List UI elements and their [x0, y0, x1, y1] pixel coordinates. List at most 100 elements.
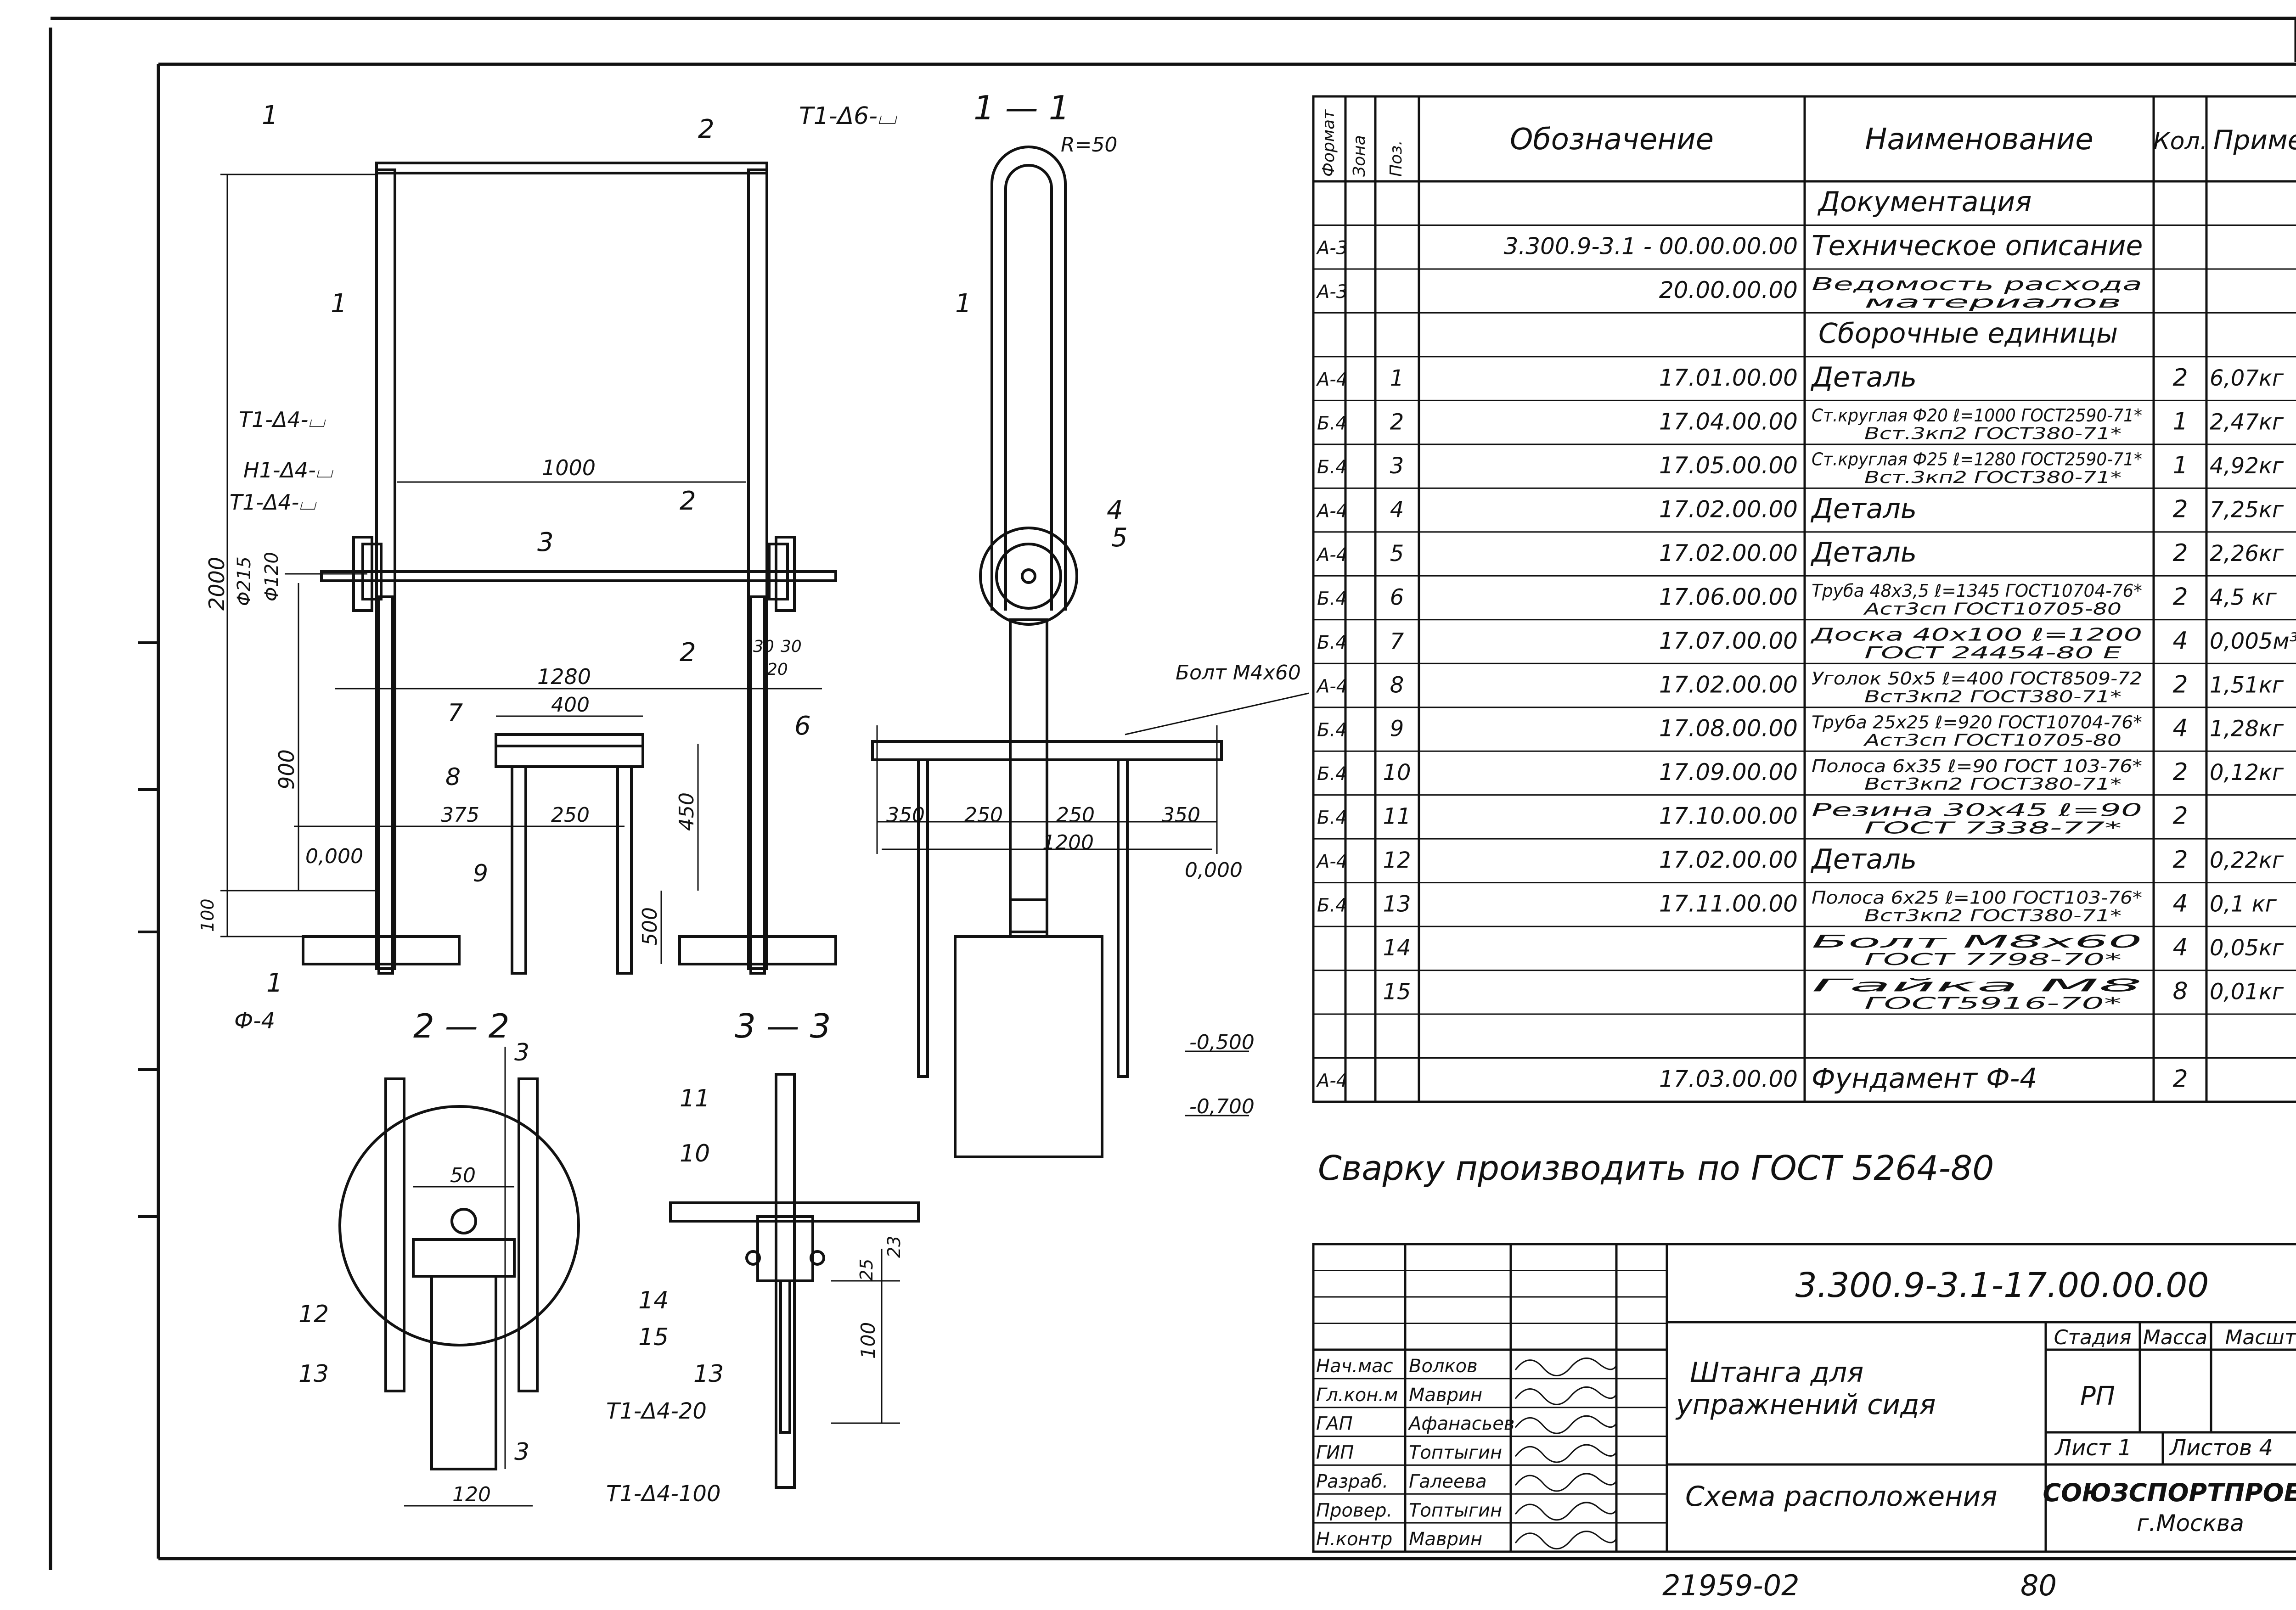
tb-title-1: Штанга для — [1690, 1357, 1863, 1389]
spec-cell-name-2: ГОСТ 7338-77* — [1864, 819, 2122, 838]
signature-name: Топтыгин — [1409, 1442, 1502, 1464]
spec-cell-qty: 2 — [2172, 802, 2188, 830]
spec-cell-designation: 17.03.00.00 — [1659, 1066, 1798, 1093]
pos-2-front: 2 — [698, 114, 715, 144]
dim-30: 30 — [753, 637, 774, 656]
spec-cell-designation: 17.10.00.00 — [1659, 803, 1798, 830]
spec-cell-designation: 17.02.00.00 — [1659, 671, 1798, 698]
spec-cell-format: Б.4 — [1317, 895, 1347, 916]
section-3-3: 3 — 3 11 10 14 15 13 25 23 100 — [638, 1007, 920, 1489]
tb-org-1: СОЮЗСПОРТПРОЕКТ — [2043, 1478, 2296, 1507]
spec-cell-note: 2,26кг — [2210, 541, 2284, 567]
section-2-2: 2 — 2 50 120 12 13 Т1-Δ4-20 Т1-Δ4-100 3 … — [298, 1007, 721, 1507]
dim-100: 100 — [197, 898, 218, 932]
dim-900: 900 — [274, 749, 299, 790]
tb-code: 3.300.9-3.1-17.00.00.00 — [1795, 1266, 2209, 1305]
spec-cell-pos: 8 — [1390, 672, 1404, 698]
spec-cell-note: 1,51кг — [2210, 672, 2284, 698]
section-2-2-title: 2 — 2 — [413, 1007, 509, 1045]
weld-t1-20: Т1-Δ4-20 — [606, 1398, 707, 1424]
weld-t1-100: Т1-Δ4-100 — [606, 1481, 721, 1507]
pos-13-sec33: 13 — [693, 1360, 724, 1388]
sec-mark-2-top: 2 — [680, 486, 696, 516]
spec-cell-note: 0,12кг — [2210, 760, 2284, 785]
spec-cell-qty: 2 — [2172, 583, 2188, 611]
pos-3-front: 3 — [537, 527, 554, 557]
spec-cell-qty: 4 — [2172, 715, 2188, 742]
dim-50: 50 — [450, 1164, 476, 1187]
spec-cell-designation: 17.11.00.00 — [1659, 891, 1798, 917]
dim-400: 400 — [551, 693, 590, 717]
spec-cell-format: Б.4 — [1317, 720, 1347, 741]
hdr-name: Наименование — [1865, 123, 2093, 157]
spec-cell-name: Деталь — [1810, 493, 1917, 525]
signature-role: Нач.мас — [1316, 1356, 1393, 1377]
spec-cell-name: Полоса 6х35 ℓ=90 ГОСТ 103-76* — [1812, 756, 2142, 776]
signature-name: Афанасьев — [1407, 1414, 1515, 1435]
spec-cell-format: Б.4 — [1317, 632, 1347, 653]
pos-1-front: 1 — [331, 289, 347, 319]
tb-org-2: г.Москва — [2137, 1510, 2244, 1537]
spec-cell-note: 0,01кг — [2210, 979, 2284, 1005]
spec-cell-pos: 1 — [1390, 365, 1404, 391]
spec-cell-pos: 10 — [1383, 760, 1411, 785]
sec-mark-1-bot: 1 — [266, 968, 283, 998]
dim-450: 450 — [675, 792, 698, 831]
pos-6-front: 6 — [794, 711, 811, 741]
spec-cell-format: А-4 — [1316, 1071, 1348, 1092]
hdr-designation: Обозначение — [1510, 123, 1714, 157]
sec-mark-1-top: 1 — [262, 101, 278, 130]
tb-mass-hdr: Масса — [2143, 1326, 2207, 1349]
spec-cell-note: 6,07кг — [2210, 365, 2284, 391]
weld-left-3: Т1-Δ4-⌴ — [230, 490, 317, 515]
spec-cell-name-2: Вст3кп2 ГОСТ380-71* — [1864, 907, 2122, 926]
spec-cell-format: Б.4 — [1317, 413, 1347, 434]
sec-mark-3-bot: 3 — [514, 1438, 529, 1466]
spec-cell-name-2: ГОСТ 24454-80 Е — [1864, 644, 2122, 662]
spec-cell-designation: 17.02.00.00 — [1659, 496, 1798, 522]
handwritten-signature — [1514, 1502, 1617, 1521]
spec-cell-name: Болт М8х60 — [1812, 931, 2142, 952]
dim-2000: 2000 — [204, 557, 229, 611]
handwritten-signature — [1514, 1444, 1617, 1463]
spec-cell-pos: 5 — [1390, 541, 1404, 567]
left-tick-marks — [138, 641, 158, 1218]
spec-cell-name: Сборочные единицы — [1818, 317, 2118, 349]
level-0-sec: 0,000 — [1185, 858, 1243, 882]
spec-cell-name-2: ГОСТ 7798-70* — [1864, 950, 2122, 969]
spec-cell-note: 0,005м³ — [2210, 628, 2296, 654]
dim-25: 25 — [856, 1259, 877, 1281]
spec-cell-designation: 17.01.00.00 — [1659, 365, 1798, 391]
signature-name: Галеева — [1409, 1471, 1487, 1492]
spec-cell-qty: 4 — [2172, 890, 2188, 918]
spec-cell-qty: 4 — [2172, 627, 2188, 655]
spec-cell-pos: 7 — [1390, 628, 1404, 654]
dim-120: 120 — [452, 1483, 491, 1506]
spec-cell-pos: 2 — [1390, 409, 1404, 435]
bolt-label: Болт М4х60 — [1176, 661, 1301, 684]
dim-350a: 350 — [886, 803, 925, 827]
spec-cell-designation: 17.05.00.00 — [1659, 452, 1798, 479]
spec-cell-format: А-4 — [1316, 500, 1348, 522]
bottom-code: 21959-02 — [1662, 1569, 1800, 1602]
dim-250a: 250 — [964, 803, 1003, 827]
spec-cell-name: Гайка М8 — [1812, 975, 2142, 995]
tb-sheets: Листов 4 — [2169, 1435, 2273, 1461]
spec-cell-note: 7,25кг — [2210, 497, 2284, 522]
tb-title-2: упражнений сидя — [1675, 1389, 1936, 1421]
spec-cell-qty: 2 — [2172, 758, 2188, 786]
sec-mark-3-top: 3 — [514, 1039, 529, 1066]
handwritten-signature — [1514, 1531, 1617, 1550]
cross-bar — [320, 570, 837, 582]
signature-name: Маврин — [1409, 1529, 1482, 1550]
sheet-frame — [49, 17, 2296, 1570]
level-0-front: 0,000 — [305, 845, 363, 868]
hdr-note: Примеч. — [2213, 124, 2296, 156]
spec-cell-qty: 8 — [2172, 978, 2188, 1005]
spec-cell-name-2: Вст.3кп2 ГОСТ380-71* — [1864, 468, 2122, 487]
spec-cell-name: Ст.круглая Ф25 ℓ=1280 ГОСТ2590-71* — [1812, 449, 2142, 470]
bottom-number: 80 — [2020, 1569, 2057, 1602]
dim-500: 500 — [638, 907, 662, 946]
spec-cell-designation: 17.08.00.00 — [1659, 715, 1798, 742]
spec-cell-name: Труба 25х25 ℓ=920 ГОСТ10704-76* — [1812, 712, 2142, 733]
